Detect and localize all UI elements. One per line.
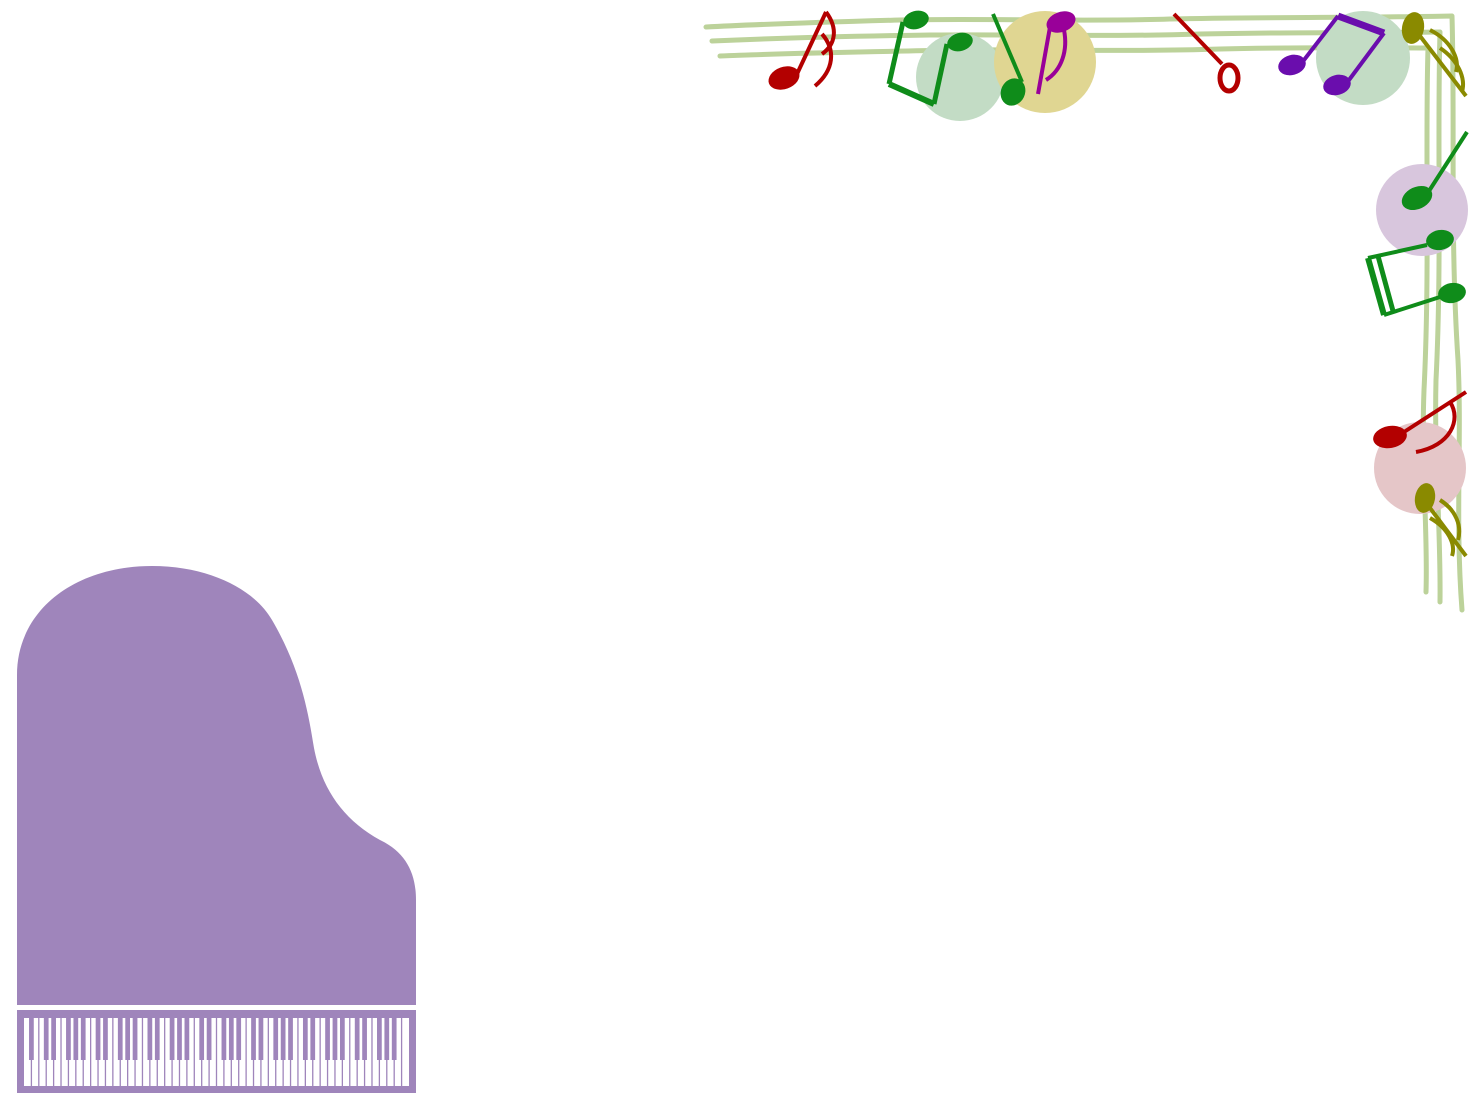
black-key [288,1018,293,1060]
black-key [339,1018,345,1060]
black-key [206,1018,212,1060]
black-key [103,1018,108,1060]
black-key [125,1018,131,1060]
black-key [384,1018,390,1060]
grand-piano-illustration [17,566,416,1093]
black-key [154,1018,160,1060]
black-key [258,1018,264,1060]
black-key [310,1018,316,1060]
black-key [169,1018,175,1060]
half-note-icon [1172,12,1241,94]
beamed-eighth-notes-icon [886,10,973,107]
black-key [177,1018,182,1060]
black-key [199,1018,205,1060]
staff-border [703,13,1465,613]
black-key [117,1018,123,1060]
circle-mint [916,33,1004,121]
circle-lavender [1376,164,1468,256]
black-key [325,1018,330,1060]
black-key [29,1018,34,1060]
black-key [184,1018,190,1060]
black-key [221,1018,227,1060]
black-key [391,1018,397,1060]
black-key [362,1018,367,1060]
beamed-sixteenth-notes-icon [1365,229,1466,317]
sixteenth-note-icon [1414,483,1468,558]
black-key [147,1018,153,1060]
black-key [302,1018,308,1060]
black-key [132,1018,138,1060]
sixteenth-note-icon [1401,12,1468,98]
black-key [280,1018,286,1060]
black-key [73,1018,79,1060]
staff-line-inner [717,45,1431,595]
sixteenth-note-icon [768,10,836,90]
black-key [354,1018,360,1060]
black-key [377,1018,382,1060]
black-key [51,1018,56,1060]
black-key [43,1018,49,1060]
black-key [273,1018,279,1060]
beamed-eighth-notes-icon [1278,12,1386,96]
black-key [80,1018,86,1060]
black-key [228,1018,234,1060]
staff-line-outer [703,13,1465,613]
quarter-note-icon [1401,130,1469,211]
piano-body [17,566,416,1005]
eighth-note-icon [1036,11,1076,95]
staff-line-middle [709,29,1443,605]
quarter-note-icon [991,13,1026,106]
black-key [236,1018,242,1060]
black-key [95,1018,101,1060]
black-key [332,1018,338,1060]
eighth-note-icon [1373,390,1468,454]
black-key [251,1018,256,1060]
black-key [66,1018,71,1060]
piano-black-keys [29,1018,397,1060]
